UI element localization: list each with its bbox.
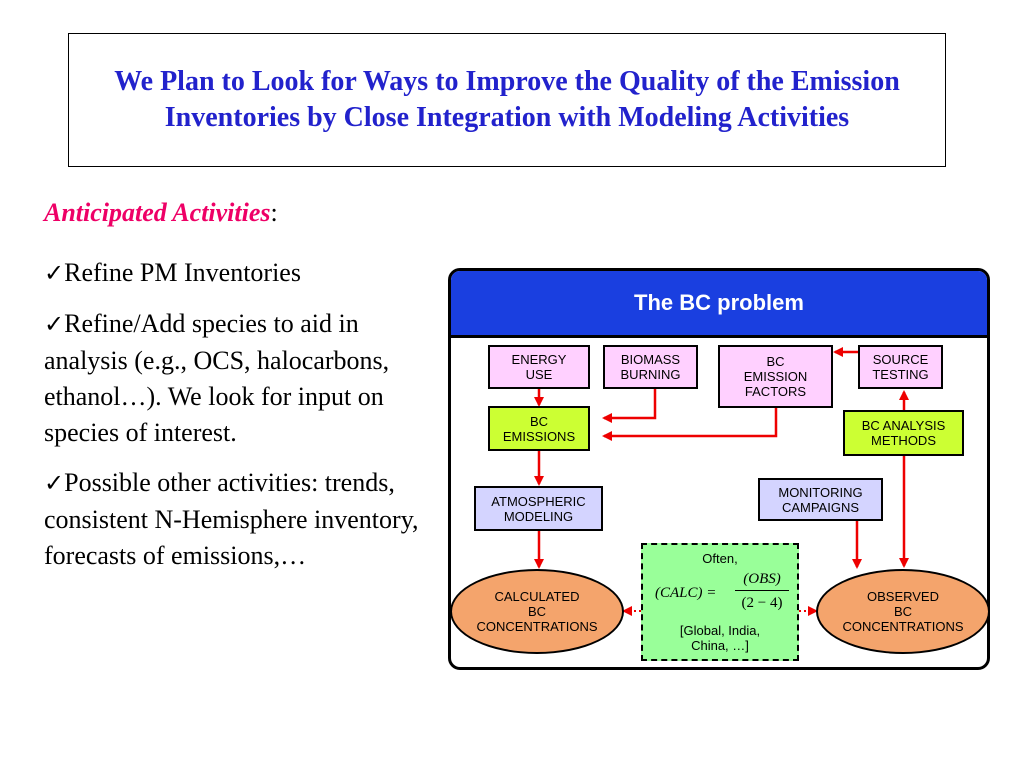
node-observed-bc-concentrations: OBSERVED BC CONCENTRATIONS (816, 569, 990, 654)
activities-heading-label: Anticipated Activities (44, 198, 271, 227)
node-energy-use: ENERGY USE (488, 345, 590, 389)
arrow-factors-to-emissions (602, 408, 778, 441)
checkmark-icon: ✓ (44, 261, 65, 287)
list-item: ✓Refine PM Inventories (44, 255, 444, 292)
node-bc-emissions: BC EMISSIONS (488, 406, 590, 451)
formula-often: Often, (702, 551, 738, 566)
formula-fraction: (OBS) (2 − 4) (735, 571, 789, 612)
bullet-text: Refine/Add species to aid in analysis (e… (44, 309, 390, 447)
node-calculated-bc-concentrations: CALCULATED BC CONCENTRATIONS (450, 569, 624, 654)
panel-header: The BC problem (451, 271, 987, 338)
checkmark-icon: ✓ (44, 471, 65, 497)
activities-heading: Anticipated Activities: (44, 198, 278, 228)
node-bc-analysis-methods: BC ANALYSIS METHODS (843, 410, 964, 456)
bullet-text: Possible other activities: trends, consi… (44, 468, 419, 570)
node-monitoring-campaigns: MONITORING CAMPAIGNS (758, 478, 883, 521)
checkmark-icon: ✓ (44, 312, 65, 338)
heading-colon: : (270, 198, 278, 227)
list-item: ✓Refine/Add species to aid in analysis (… (44, 306, 444, 451)
panel-title: The BC problem (634, 290, 804, 315)
formula-numerator: (OBS) (735, 571, 789, 591)
slide-title: We Plan to Look for Ways to Improve the … (114, 66, 900, 133)
bullet-text: Refine PM Inventories (64, 258, 301, 287)
list-item: ✓Possible other activities: trends, cons… (44, 465, 444, 574)
formula-regions: [Global, India, China, …] (679, 623, 761, 653)
formula-lhs: (CALC) = (655, 585, 717, 601)
activities-list: ✓Refine PM Inventories ✓Refine/Add speci… (44, 255, 444, 588)
title-box: We Plan to Look for Ways to Improve the … (68, 33, 946, 167)
formula-denominator: (2 − 4) (741, 595, 783, 611)
node-bc-emission-factors: BC EMISSION FACTORS (718, 345, 833, 408)
node-source-testing: SOURCE TESTING (858, 345, 943, 389)
node-biomass-burning: BIOMASS BURNING (603, 345, 698, 389)
formula-box: Often, (CALC) = (OBS) (2 − 4) [Global, I… (641, 543, 799, 661)
arrow-biomass-to-emissions (602, 388, 657, 423)
node-atmospheric-modeling: ATMOSPHERIC MODELING (474, 486, 603, 531)
